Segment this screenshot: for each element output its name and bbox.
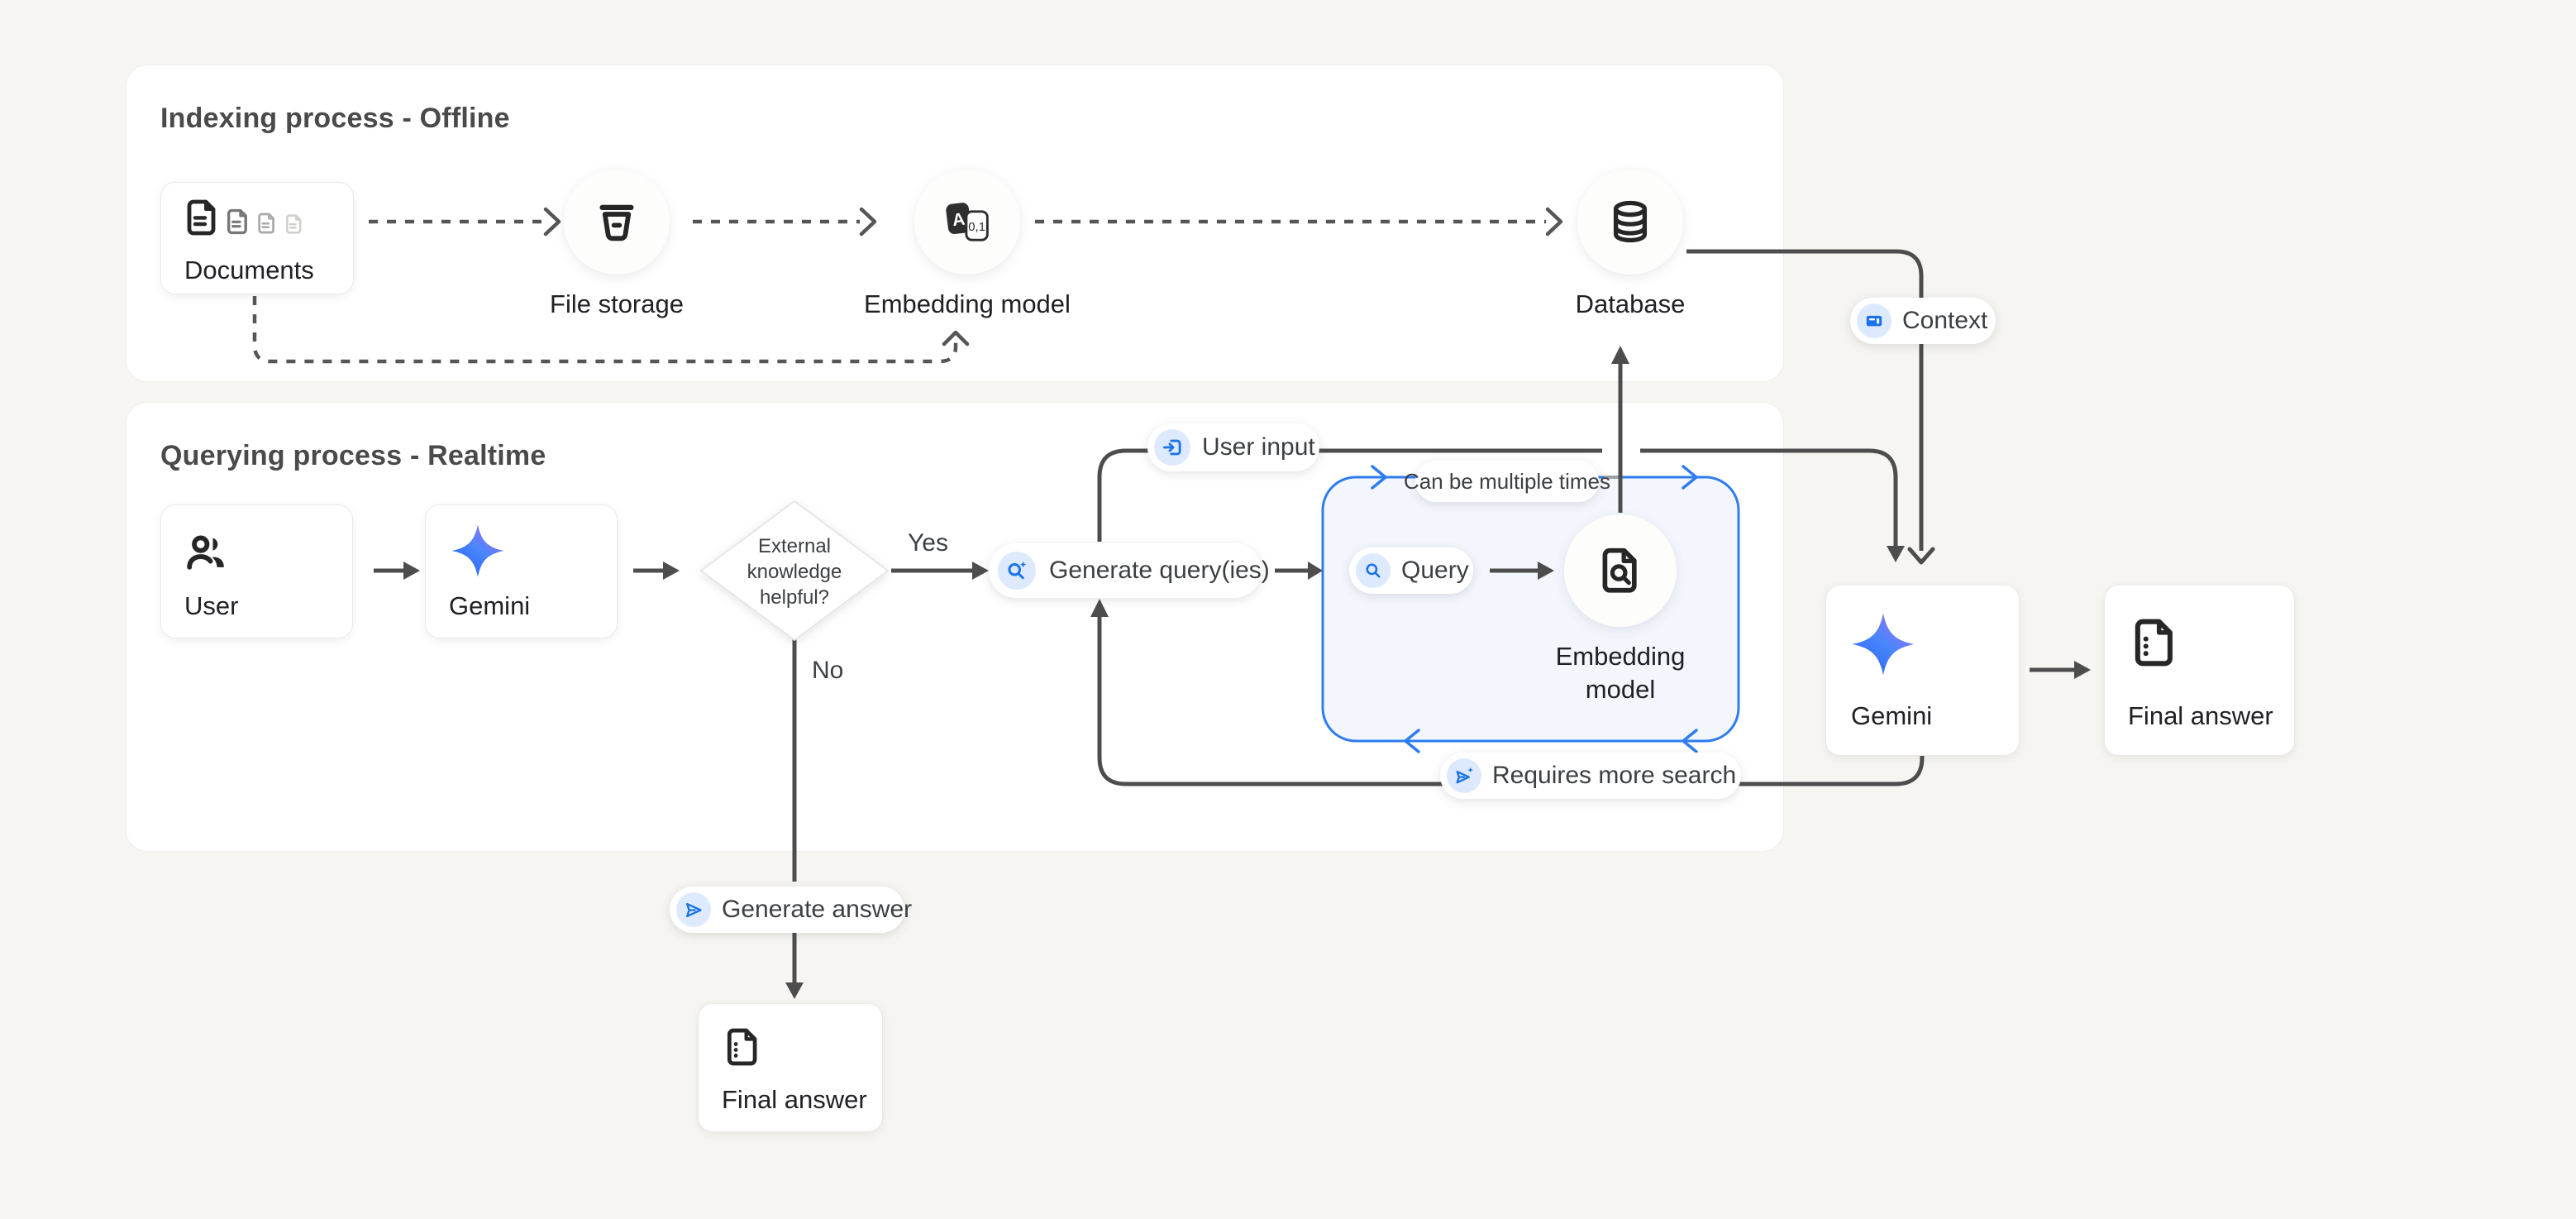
edge-label-no: No (812, 657, 844, 684)
search-icon (1356, 553, 1391, 588)
database-label: Database (1575, 289, 1686, 318)
context-article-icon (1857, 304, 1891, 338)
arrowhead-gemini-decision (663, 562, 680, 580)
send-icon (676, 892, 711, 927)
user-label: User (184, 591, 239, 620)
embedding-model-querying-node (1564, 514, 1677, 627)
context-badge: Context (1850, 298, 1996, 344)
embedding-model-indexing-label: Embedding model (864, 289, 1071, 318)
querying-panel-title: Querying process - Realtime (160, 440, 546, 471)
arrowhead-database (1545, 207, 1563, 237)
arrowhead-embedding-database (1611, 346, 1629, 364)
arrowhead-decision-genq (972, 562, 989, 580)
embedding-model-querying-label: Embedding model (1555, 642, 1686, 704)
embedding-translate-icon: A 0,1 (946, 203, 989, 241)
generate-queries-pill: Generate query(ies) (989, 543, 1270, 598)
loop-arrow-bottom-left (1404, 729, 1420, 753)
file-storage-node (564, 169, 670, 275)
user-input-label: User input (1202, 433, 1315, 461)
final-answer-doc-icon (2135, 619, 2173, 667)
final-answer-right-card: Final answer (2104, 585, 2295, 756)
documents-icon (183, 198, 305, 237)
final-answer-bottom-label: Final answer (722, 1085, 867, 1114)
input-icon (1154, 429, 1190, 466)
context-label: Context (1902, 307, 1988, 334)
can-be-multiple-times-badge: Can be multiple times (1404, 461, 1610, 502)
query-pill: Query (1349, 547, 1473, 594)
documents-label: Documents (184, 256, 314, 284)
loop-arrow-top-left (1371, 465, 1387, 490)
gemini-right-card: Gemini (1825, 585, 2020, 756)
svg-text:A: A (952, 210, 966, 231)
file-storage-label: File storage (550, 289, 684, 318)
decision-text: External knowledge helpful? (747, 535, 842, 609)
generate-answer-badge: Generate answer (670, 887, 912, 933)
arrowhead-loop-up (942, 330, 970, 347)
edge-user-input-right (1640, 448, 1898, 546)
generate-answer-label: Generate answer (722, 896, 913, 923)
doc-search-icon (1602, 547, 1637, 593)
arrowhead-user-gemini (403, 562, 420, 580)
gemini-left-card: Gemini (425, 504, 618, 638)
arrowhead-user-input-gemini (1887, 546, 1905, 562)
send-sparkle-icon (1447, 758, 1481, 793)
arrowhead-filestorage (543, 207, 561, 237)
generate-queries-label: Generate query(ies) (1049, 557, 1270, 584)
final-answer-doc-icon (727, 1028, 757, 1066)
search-sparkle-icon (998, 552, 1036, 590)
loop-arrow-bottom-right (1682, 729, 1698, 753)
gemini-right-label: Gemini (1851, 701, 1933, 730)
user-people-icon (187, 535, 224, 570)
documents-card: Documents (160, 182, 354, 294)
loop-arrow-top-right (1682, 465, 1698, 490)
final-answer-right-label: Final answer (2128, 701, 2273, 730)
arrowhead-gemini-final (2074, 661, 2091, 679)
arrowhead-embedding (859, 207, 877, 237)
arrowhead-query-embedding (1538, 562, 1554, 580)
arrowhead-genq-loopbox (1308, 562, 1323, 580)
query-label: Query (1401, 557, 1469, 584)
embedding-model-indexing-node: A 0,1 (914, 169, 1020, 275)
requires-more-search-badge: Requires more search (1440, 753, 1741, 799)
file-storage-bucket-icon (599, 204, 634, 241)
edge-label-yes: Yes (908, 529, 948, 557)
edge-user-input-left (1097, 448, 1602, 542)
decision-diamond (700, 500, 889, 641)
user-card: User (160, 504, 353, 638)
gemini-star-icon (1852, 613, 1915, 676)
svg-text:0,1: 0,1 (968, 220, 985, 234)
gemini-star-icon (451, 524, 504, 577)
can-be-multiple-times-label: Can be multiple times (1404, 468, 1610, 494)
gemini-left-label: Gemini (449, 591, 531, 620)
requires-more-search-label: Requires more search (1492, 762, 1737, 789)
arrowhead-loop-genq (1090, 599, 1109, 617)
edge-documents-loop-to-embedding (252, 296, 958, 364)
database-node (1577, 169, 1683, 275)
user-input-badge: User input (1147, 423, 1319, 471)
indexing-panel-title: Indexing process - Offline (160, 103, 510, 134)
edge-database-context-to-gemini (1686, 249, 1924, 551)
arrowhead-context-gemini (1907, 547, 1935, 565)
final-answer-bottom-card: Final answer (698, 1003, 883, 1132)
database-icon (1613, 200, 1648, 243)
arrowhead-generate-answer (785, 982, 804, 999)
